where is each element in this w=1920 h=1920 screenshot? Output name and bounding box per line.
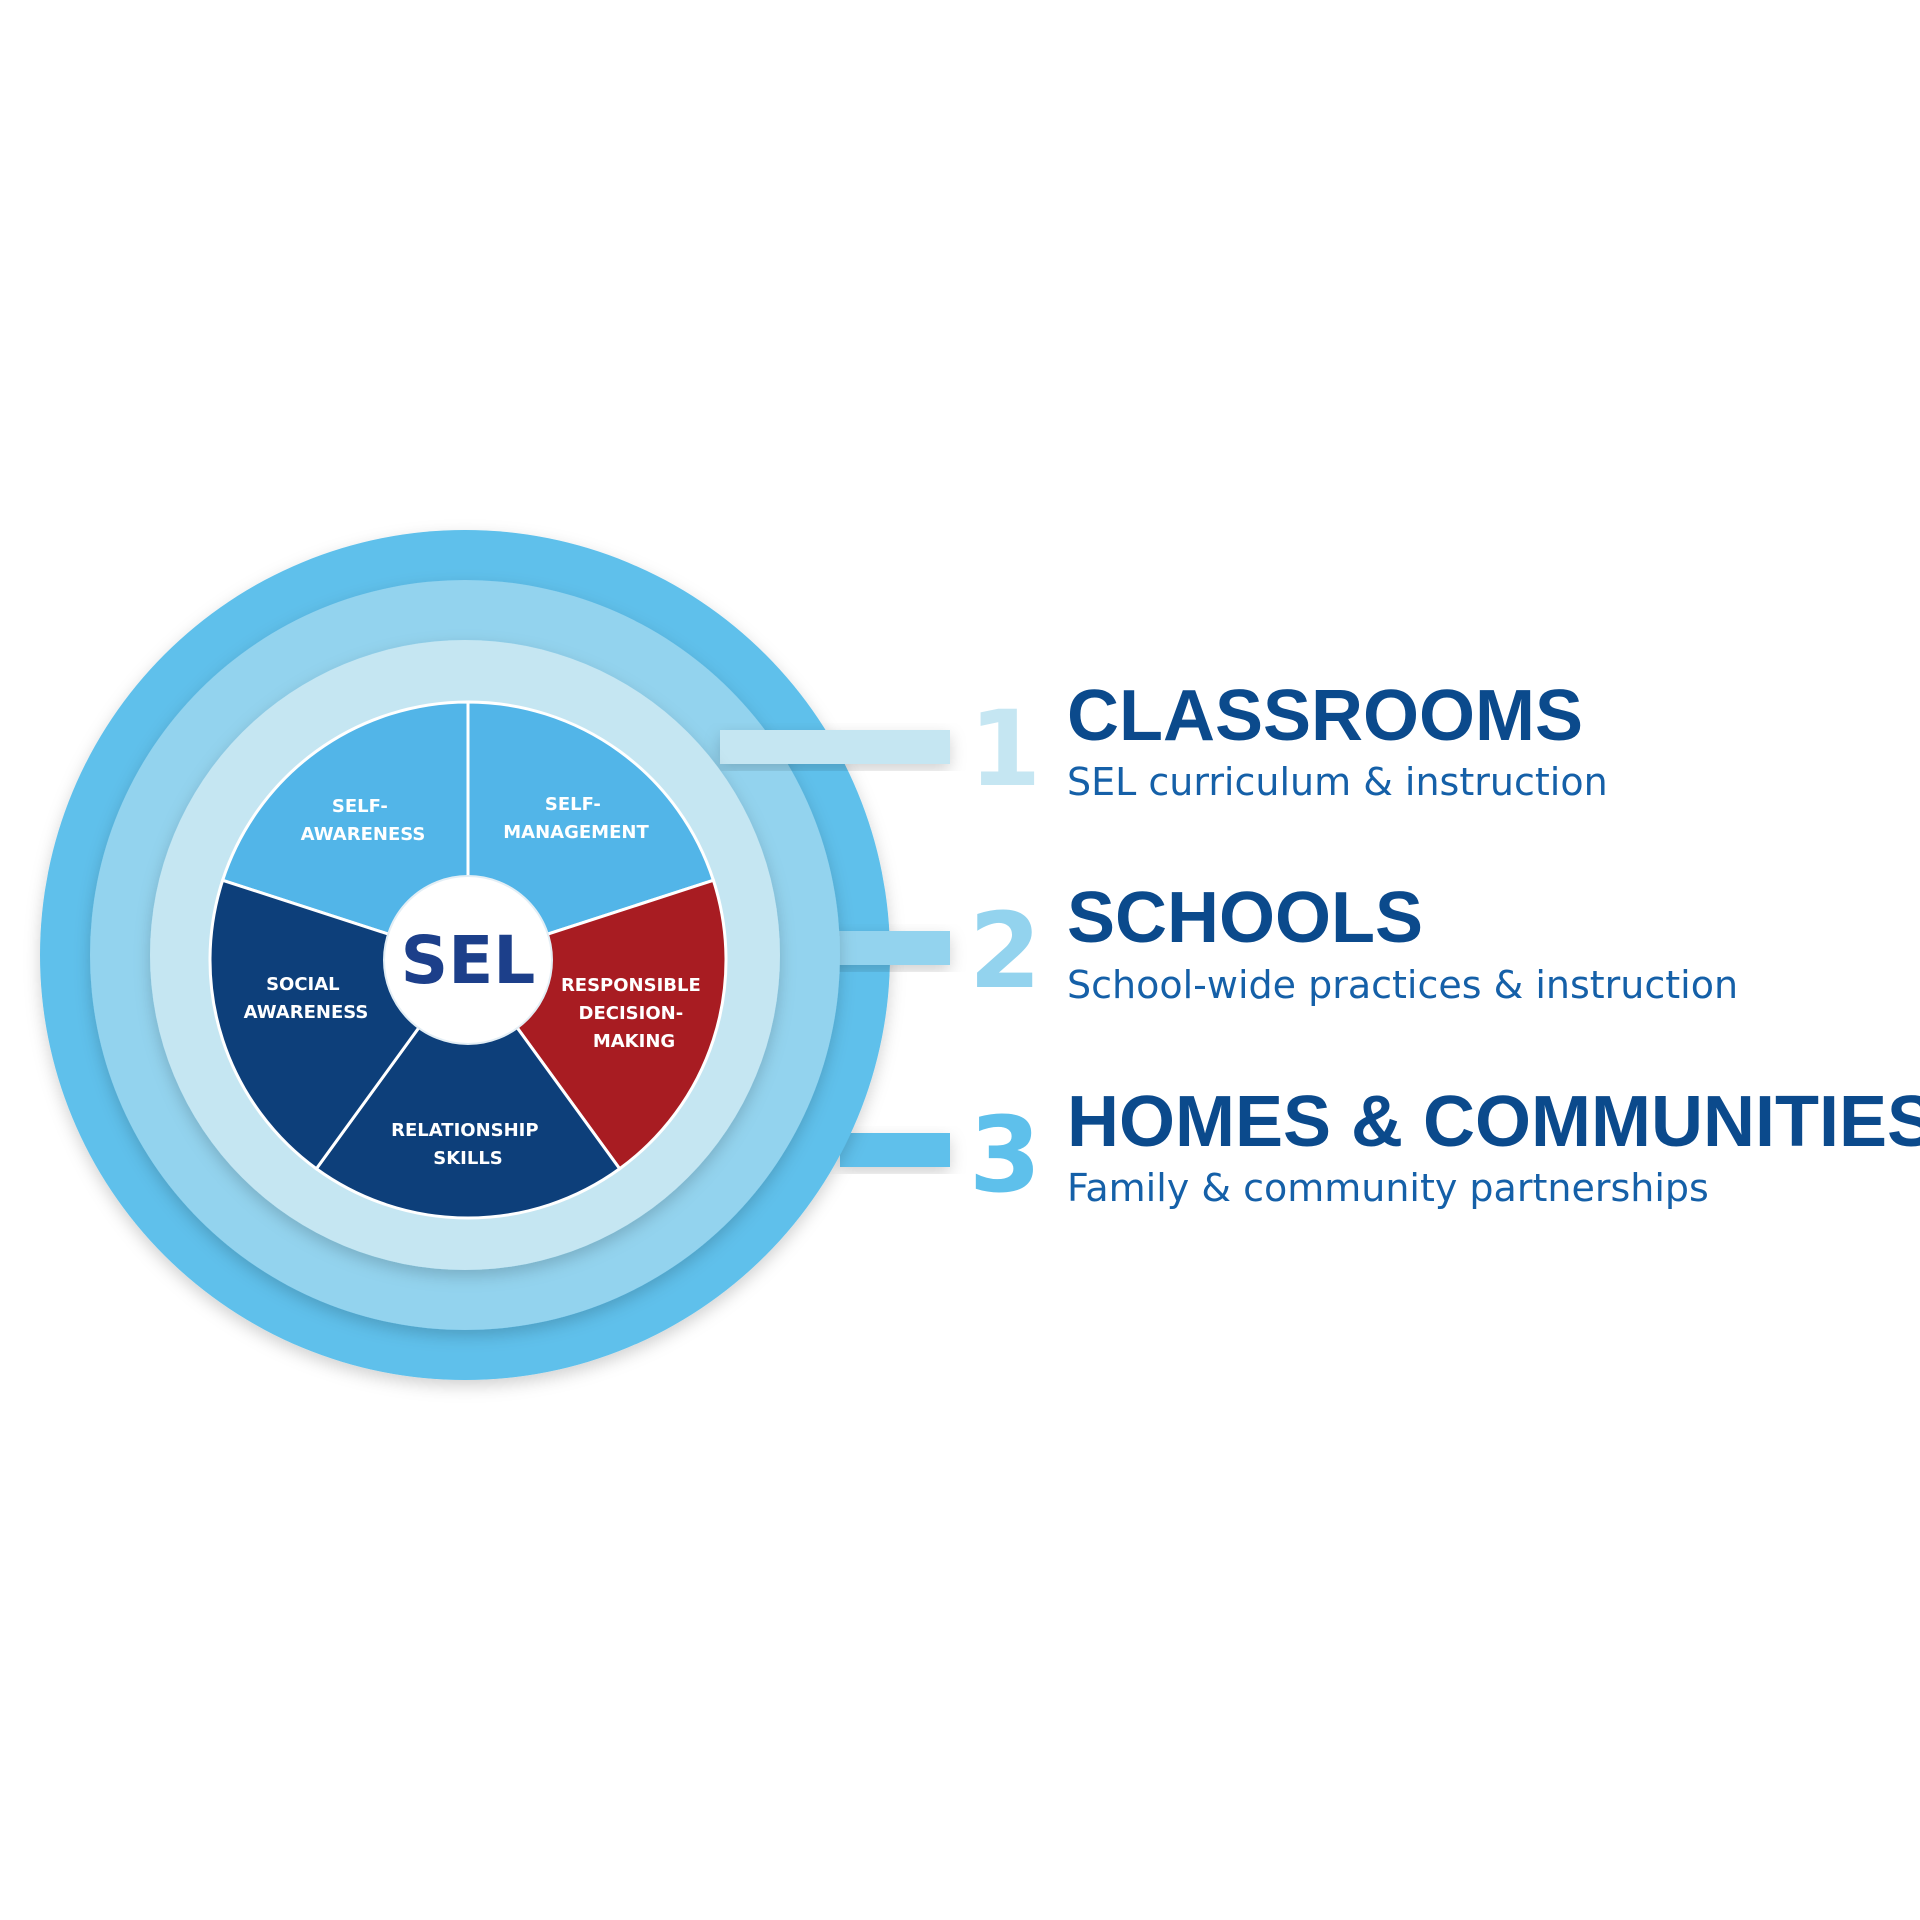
label-relationship-skills: RELATIONSHIP SKILLS [391, 1120, 545, 1169]
competency-wheel: SELF- AWARENESS SELF- MANAGEMENT RESPONS… [208, 700, 728, 1220]
level-1-connector [720, 730, 950, 764]
level-3-title: HOMES & COMMUNITIES [1067, 1082, 1920, 1162]
sel-center-label: SEL [401, 922, 536, 999]
level-1-subtitle: SEL curriculum & instruction [1067, 760, 1608, 804]
level-1-number: 1 [969, 688, 1041, 810]
sel-center-circle [383, 875, 553, 1045]
label-self-management: SELF- MANAGEMENT [503, 794, 649, 843]
level-2-title: SCHOOLS [1067, 878, 1423, 958]
wedge-relationship-skills [314, 957, 622, 1220]
level-1-text: 1 CLASSROOMS SEL curriculum & instructio… [969, 676, 1608, 810]
wedge-self-awareness [220, 700, 470, 963]
level-3-subtitle: Family & community partnerships [1067, 1166, 1709, 1210]
label-responsible-decision-making: RESPONSIBLE DECISION- MAKING [561, 975, 707, 1052]
level-2-connector [830, 931, 950, 965]
label-social-awareness: SOCIAL AWARENESS [244, 974, 369, 1023]
wedge-self-management [466, 700, 716, 963]
level-3-text: 3 HOMES & COMMUNITIES Family & community… [969, 1082, 1920, 1216]
level-2-subtitle: School-wide practices & instruction [1067, 963, 1738, 1007]
level-3-number: 3 [969, 1094, 1041, 1216]
level-2-number: 2 [969, 890, 1041, 1012]
level-2-text: 2 SCHOOLS School-wide practices & instru… [969, 878, 1738, 1012]
level-1-title: CLASSROOMS [1067, 676, 1583, 756]
label-self-awareness: SELF- AWARENESS [301, 796, 426, 845]
level-3-connector [840, 1133, 950, 1167]
